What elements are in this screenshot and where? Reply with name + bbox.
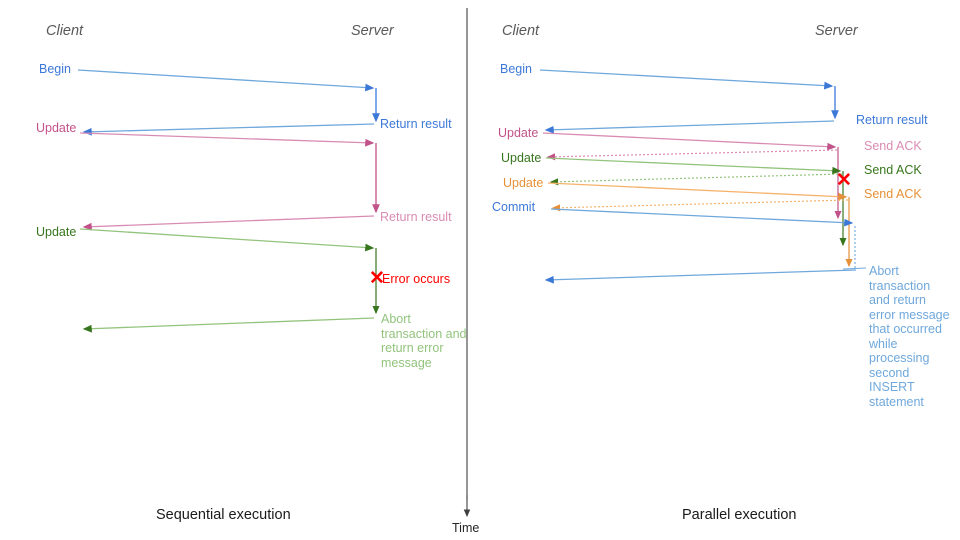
arrow-commit-request [550,208,854,227]
right-sequence-arrows [539,69,867,284]
left-message-return-result-1-label: Return result [380,117,452,131]
x-mark-icon: ✕ [369,268,385,289]
left-actor-client-label: Client [46,23,84,39]
abort-note-leader [842,267,867,270]
right-message-send-ack-3-label: Send ACK [864,187,922,201]
right-actor-server-label: Server [815,23,858,39]
right-message-commit-label: Commit [492,200,536,214]
right-actor-client-label: Client [502,23,540,39]
left-panel-caption: Sequential execution [156,507,291,523]
arrow-abort-return-p [544,269,857,284]
arrow-return-result-p [544,120,835,134]
right-message-send-ack-1-label: Send ACK [864,139,922,153]
arrow-return-result-2 [82,215,375,231]
arrow-ack-p2-dotted [549,173,843,186]
right-message-return-result-label: Return result [856,113,928,127]
right-message-send-ack-2-label: Send ACK [864,163,922,177]
x-mark-icon-parallel: ✕ [836,170,852,191]
arrow-return-result-1 [82,123,375,136]
left-error-occurs-label: Error occurs [382,272,451,286]
arrow-begin-request-p [539,69,834,90]
left-message-begin-label: Begin [39,62,71,76]
arrow-update-1-request [79,132,375,147]
right-message-update-3-label: Update [503,176,544,190]
arrow-begin-request [77,69,375,92]
right-message-update-1-label: Update [498,126,539,140]
left-sequence-arrows [77,69,380,333]
right-message-update-2-label: Update [501,151,542,165]
right-message-begin-label: Begin [500,62,532,76]
arrow-update-p3-request [547,182,848,201]
time-axis-label: Time [452,521,480,535]
left-actor-server-label: Server [351,23,394,39]
right-abort-note: Abort transaction and return error messa… [869,264,950,409]
arrow-ack-p3-dotted [551,199,849,212]
left-message-update-1-label: Update [36,121,77,135]
arrow-update-2-request [79,228,375,252]
right-panel-caption: Parallel execution [682,507,797,523]
left-message-return-result-2-label: Return result [380,210,452,224]
arrow-update-p2-request [545,157,842,175]
arrow-update-p1-request [542,132,837,151]
arrow-abort-return [82,317,375,333]
left-abort-note: Abort transaction and return error messa… [381,312,467,370]
left-message-update-2-label: Update [36,225,77,239]
arrow-ack-p1-dotted [546,149,838,161]
